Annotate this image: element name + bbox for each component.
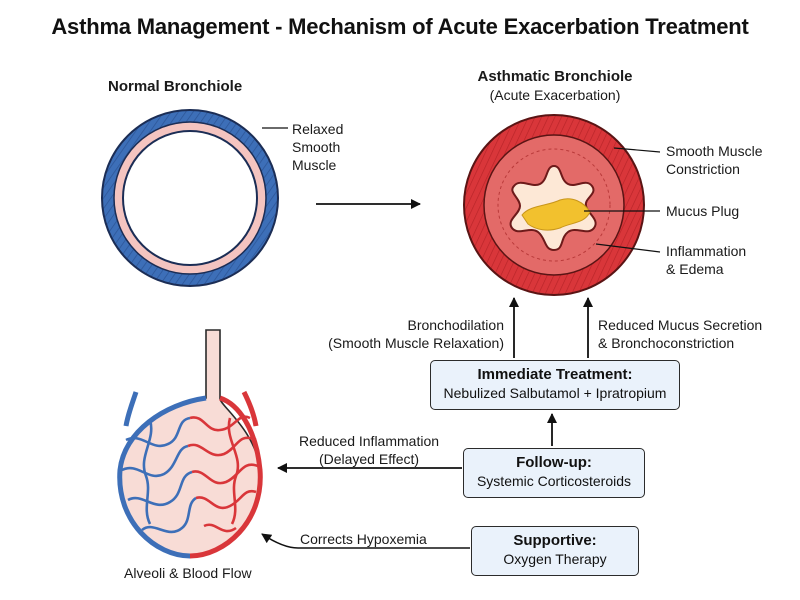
muscle-label-line-2: Smooth: [292, 139, 341, 155]
alveoli-label: Alveoli & Blood Flow: [124, 565, 252, 581]
followup-title: Follow-up:: [516, 454, 592, 471]
alveolar-sac: [119, 329, 261, 557]
red-capillaries: [187, 415, 259, 533]
vein-branch: [123, 391, 139, 427]
asthmatic-heading: Asthmatic Bronchiole: [477, 68, 633, 85]
asthmatic-bronchiole: [463, 114, 661, 296]
page-title: Asthma Management - Mechanism of Acute E…: [51, 14, 749, 39]
hypoxemia-label: Corrects Hypoxemia: [300, 531, 427, 547]
followup-box: Follow-up: Systemic Corticosteroids: [463, 448, 645, 498]
artery-branch: [241, 390, 259, 427]
normal-heading: Normal Bronchiole: [108, 78, 243, 95]
hypoxemia-arrow: [261, 533, 299, 549]
inflammation-effect-label: Reduced Inflammation (Delayed Effect): [284, 432, 454, 468]
normal-bronchiole: [101, 109, 288, 287]
inflammation-label-line-1: Inflammation: [666, 243, 747, 259]
inflammation-pointer-line: [595, 243, 661, 253]
muscle-label-line-3: Muscle: [292, 157, 337, 173]
normal-lumen: [122, 130, 258, 266]
bronchodilation-label-line-1: Bronchodilation: [407, 317, 504, 333]
mucus-reduction-label-line-1: Reduced Mucus Secretion: [598, 317, 763, 333]
muscle-label-line-1: Relaxed: [292, 121, 344, 137]
bronchodilation-label-line-2: (Smooth Muscle Relaxation): [328, 335, 504, 351]
followup-subtitle: Systemic Corticosteroids: [476, 473, 632, 489]
constriction-label: Smooth Muscle Constriction: [666, 142, 762, 178]
edema-ring: [497, 148, 611, 262]
inflammation-label: Inflammation & Edema: [666, 242, 746, 278]
mucus-reduction-label-line-2: & Bronchoconstriction: [598, 335, 735, 351]
asthmatic-heading-block: Asthmatic Bronchiole (Acute Exacerbation…: [450, 68, 660, 104]
constriction-label-line-2: Constriction: [666, 161, 740, 177]
immediate-treatment-title: Immediate Treatment:: [477, 366, 633, 383]
mucus-plug: [521, 198, 591, 231]
supportive-box: Supportive: Oxygen Therapy: [471, 526, 639, 576]
blue-capillaries: [121, 416, 197, 534]
mucus-label: Mucus Plug: [666, 203, 740, 219]
bronchodilation-label: Bronchodilation (Smooth Muscle Relaxatio…: [300, 316, 504, 352]
asthmatic-subheading: (Acute Exacerbation): [489, 87, 621, 103]
alveoli-illustration: [117, 329, 263, 559]
muscle-label: Relaxed Smooth Muscle: [292, 120, 343, 174]
supportive-subtitle: Oxygen Therapy: [503, 551, 607, 567]
supportive-title: Supportive:: [513, 532, 597, 549]
immediate-treatment-subtitle: Nebulized Salbutamol + Ipratropium: [443, 385, 667, 401]
inflammation-effect-line-2: (Delayed Effect): [318, 451, 420, 467]
immediate-treatment-box: Immediate Treatment: Nebulized Salbutamo…: [430, 360, 680, 410]
venous-outline: [117, 395, 207, 559]
mucus-reduction-label: Reduced Mucus Secretion & Bronchoconstri…: [598, 316, 762, 352]
inflammation-effect-line-1: Reduced Inflammation: [298, 433, 440, 449]
constriction-pointer-line: [613, 147, 661, 153]
inflammation-label-line-2: & Edema: [666, 261, 724, 277]
constriction-label-line-1: Smooth Muscle: [666, 143, 763, 159]
arterial-outline: [189, 395, 263, 559]
